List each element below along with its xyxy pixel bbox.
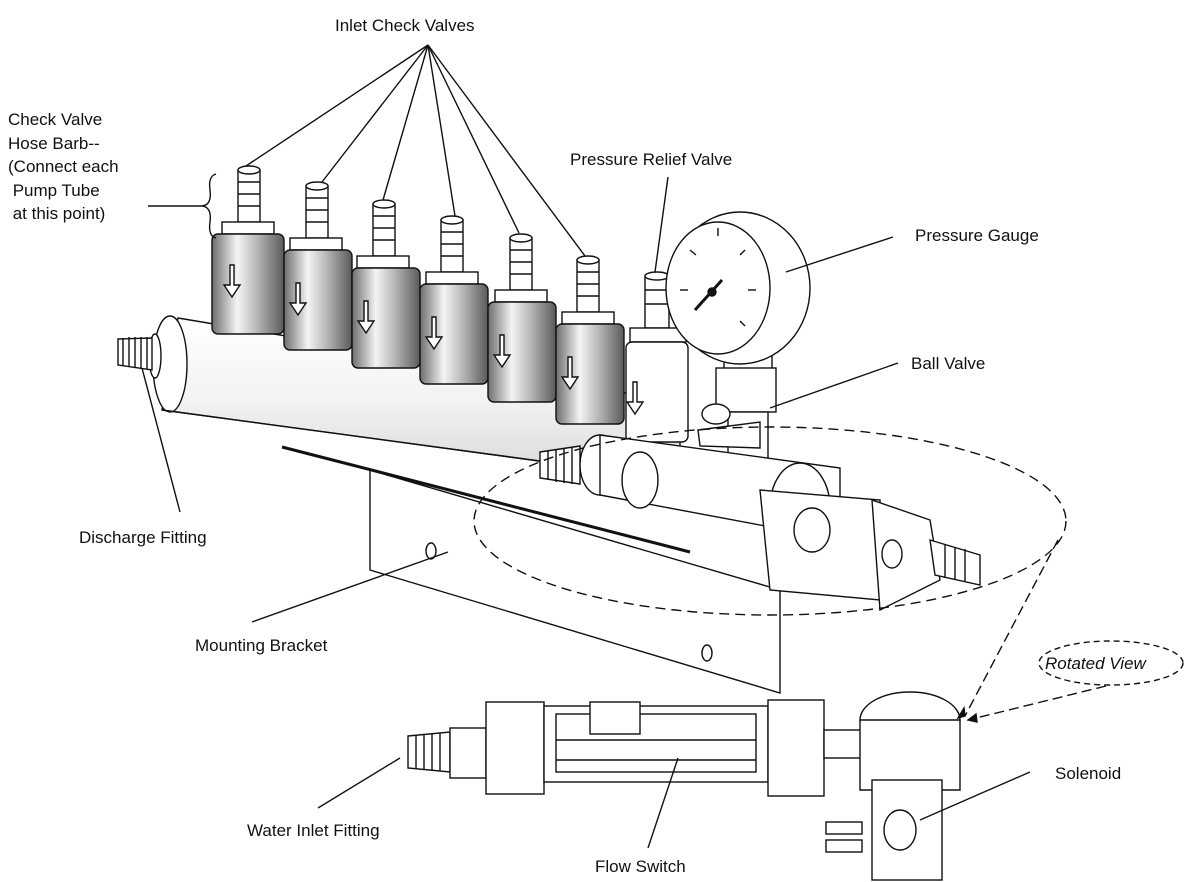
pressure-relief-valve-label: Pressure Relief Valve: [570, 150, 733, 169]
projection-line-2: [967, 685, 1107, 721]
discharge-fitting-label: Discharge Fitting: [79, 528, 207, 547]
inlet-check-valve-6: [555, 255, 625, 425]
flow-switch-label: Flow Switch: [595, 857, 686, 876]
solenoid-body: [825, 691, 961, 881]
flow-switch-assembly-upper: [539, 434, 981, 612]
pressure-gauge-label: Pressure Gauge: [915, 226, 1039, 245]
inlet-check-valve-1: [211, 165, 285, 335]
inlet-check-valve-2: [283, 181, 353, 351]
leader-lines: [141, 44, 1031, 849]
pressure-gauge: [665, 211, 811, 469]
pressure-relief-valve: [625, 271, 689, 443]
rotated-view-oval: [1038, 640, 1184, 686]
ball-valve-label: Ball Valve: [911, 354, 986, 373]
solenoid-label: Solenoid: [1055, 764, 1122, 783]
water-inlet-fitting-label: Water Inlet Fitting: [247, 821, 380, 840]
projection-line-1: [964, 539, 1059, 717]
mounting-bracket-plate: [281, 445, 781, 694]
flow-switch-assembly-rotated: [407, 699, 865, 797]
check-valve-hose-barb-label: Check Valve Hose Barb-- (Connect each Pu…: [8, 110, 119, 223]
detail-ellipse: [473, 426, 1067, 616]
rotated-view-label: Rotated View: [1045, 654, 1146, 673]
inlet-check-valve-5: [487, 233, 557, 403]
inlet-check-valve-4: [419, 215, 489, 385]
mounting-bracket-label: Mounting Bracket: [195, 636, 328, 655]
hose-barb-bracket: [201, 173, 217, 239]
inlet-check-valves-label: Inlet Check Valves: [335, 16, 475, 35]
ball-valve: [697, 403, 761, 449]
inlet-check-valve-3: [351, 199, 421, 369]
discharge-fitting: [117, 337, 153, 371]
